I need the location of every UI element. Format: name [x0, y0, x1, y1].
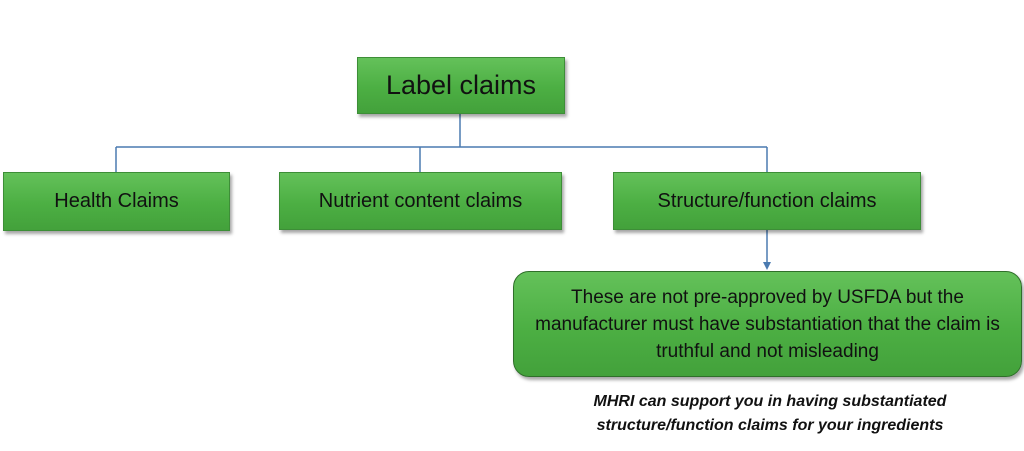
child-node-health-claims: Health Claims — [3, 172, 230, 231]
nutrient-content-claims-text: Nutrient content claims — [318, 189, 523, 212]
caption-line-2: structure/function claims for your ingre… — [596, 417, 944, 434]
caption-line-1: MHRI can support you in having substanti… — [593, 393, 947, 410]
root-node-text: Label claims — [385, 70, 537, 100]
child-node-structure-function-claims: Structure/function claims — [613, 172, 921, 230]
root-node-label-claims: Label claims — [357, 57, 565, 114]
note-text: These are not pre-approved by USFDA but … — [535, 286, 1000, 362]
mhri-support-caption: MHRI can support you in having substanti… — [520, 390, 1020, 438]
note-node-substantiation: These are not pre-approved by USFDA but … — [513, 271, 1022, 377]
health-claims-text: Health Claims — [54, 190, 179, 212]
structure-function-claims-text: Structure/function claims — [657, 189, 877, 212]
child-node-nutrient-content-claims: Nutrient content claims — [279, 172, 562, 230]
